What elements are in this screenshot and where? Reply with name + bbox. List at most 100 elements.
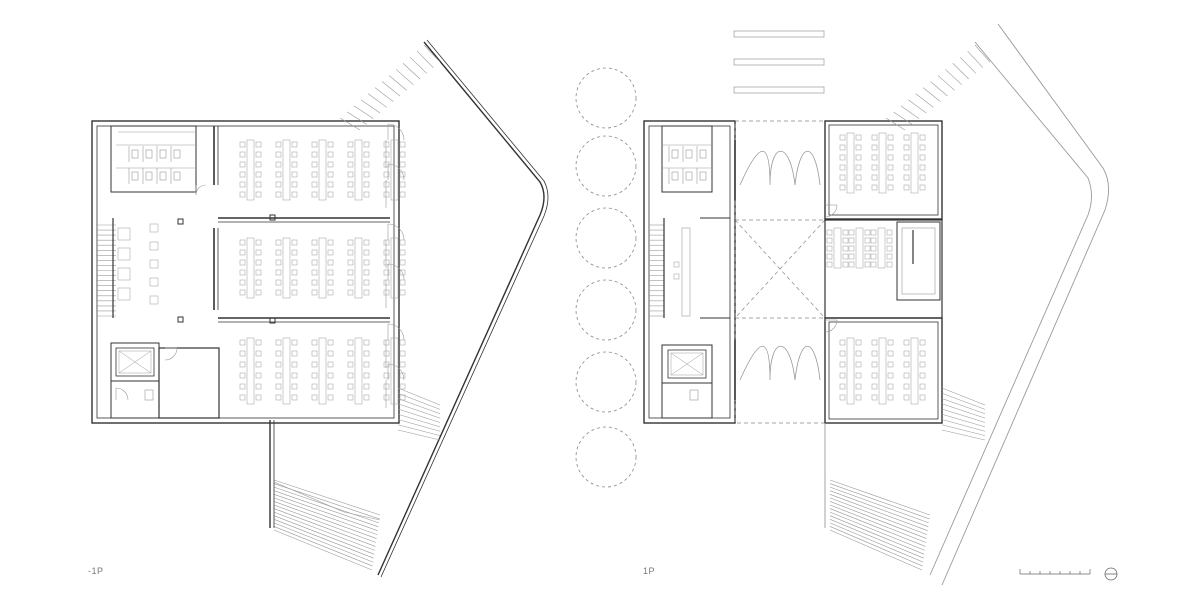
chair [855, 144, 862, 151]
chair [887, 134, 894, 141]
chair [311, 383, 318, 390]
plan-label-first-floor: 1P [643, 566, 656, 576]
chair [848, 253, 855, 260]
chair [399, 350, 406, 357]
chair [291, 372, 298, 379]
chair [347, 171, 354, 178]
counter [681, 227, 691, 317]
toilet [145, 149, 153, 159]
stair-tread [930, 81, 948, 97]
chair [886, 253, 893, 260]
chair [327, 161, 334, 168]
chair [887, 394, 894, 401]
chair [855, 339, 862, 346]
toilet [689, 389, 699, 401]
stair-tread [829, 508, 926, 547]
chair [848, 229, 855, 236]
chair [275, 181, 282, 188]
chair [239, 269, 246, 276]
classroom-door [387, 123, 405, 141]
chair [291, 151, 298, 158]
chair [275, 339, 282, 346]
chair [291, 350, 298, 357]
stair-tread [829, 490, 929, 528]
curved-walkway-top [739, 151, 821, 186]
stair-tread [367, 93, 387, 108]
chair [886, 261, 893, 268]
chair [399, 269, 406, 276]
chair [848, 245, 855, 252]
chair [855, 134, 862, 141]
chair [363, 383, 370, 390]
stair-tread [423, 44, 441, 63]
chair [291, 161, 298, 168]
chair [383, 372, 390, 379]
stair-tread [273, 515, 375, 555]
east-landscape-stair [397, 387, 441, 441]
west-stair [649, 224, 664, 317]
chair [327, 269, 334, 276]
stair-tread [941, 424, 986, 436]
chair [363, 372, 370, 379]
desk [246, 139, 255, 201]
chair [255, 249, 262, 256]
stair-tread [893, 111, 913, 125]
chair [311, 339, 318, 346]
chair [363, 249, 370, 256]
chair [886, 245, 893, 252]
chair [327, 350, 334, 357]
chair [327, 141, 334, 148]
chair [363, 141, 370, 148]
tree-canopy [575, 207, 637, 269]
east-landscape-stair [941, 387, 986, 441]
chair [864, 261, 871, 268]
stair-tread [374, 87, 394, 102]
chair [239, 249, 246, 256]
stair-tread [959, 56, 977, 74]
stair-tread [941, 429, 986, 441]
chair [887, 383, 894, 390]
chair [919, 144, 926, 151]
chair [871, 361, 878, 368]
classroom-south [824, 317, 943, 424]
chair [291, 191, 298, 198]
chair [842, 253, 849, 260]
desk [878, 337, 887, 405]
chair [255, 269, 262, 276]
chair [327, 289, 334, 296]
desk [318, 237, 327, 299]
chair [347, 372, 354, 379]
outer-ramp-wall [377, 41, 545, 576]
desk [354, 237, 363, 299]
door-swing [195, 184, 207, 196]
chair [383, 350, 390, 357]
chair [887, 350, 894, 357]
chair [871, 164, 878, 171]
chair [275, 191, 282, 198]
chair [291, 289, 298, 296]
chair [919, 174, 926, 181]
chair [275, 249, 282, 256]
chair [363, 361, 370, 368]
door-swing [387, 223, 405, 241]
chair [839, 184, 846, 191]
chair [255, 259, 262, 266]
stair-tread [941, 387, 986, 406]
column [269, 214, 276, 221]
chair [347, 279, 354, 286]
basement-plan [91, 39, 549, 578]
toilet [131, 149, 139, 159]
chair [311, 161, 318, 168]
door-swing [387, 263, 405, 281]
chair [383, 181, 390, 188]
chair [886, 229, 893, 236]
chair [903, 134, 910, 141]
toilet-row-upper [128, 146, 181, 162]
desk [318, 139, 327, 201]
chair [275, 269, 282, 276]
stair-tread [829, 526, 923, 567]
chair [399, 239, 406, 246]
tree-canopy [575, 135, 637, 197]
chair [383, 249, 390, 256]
chair [839, 154, 846, 161]
